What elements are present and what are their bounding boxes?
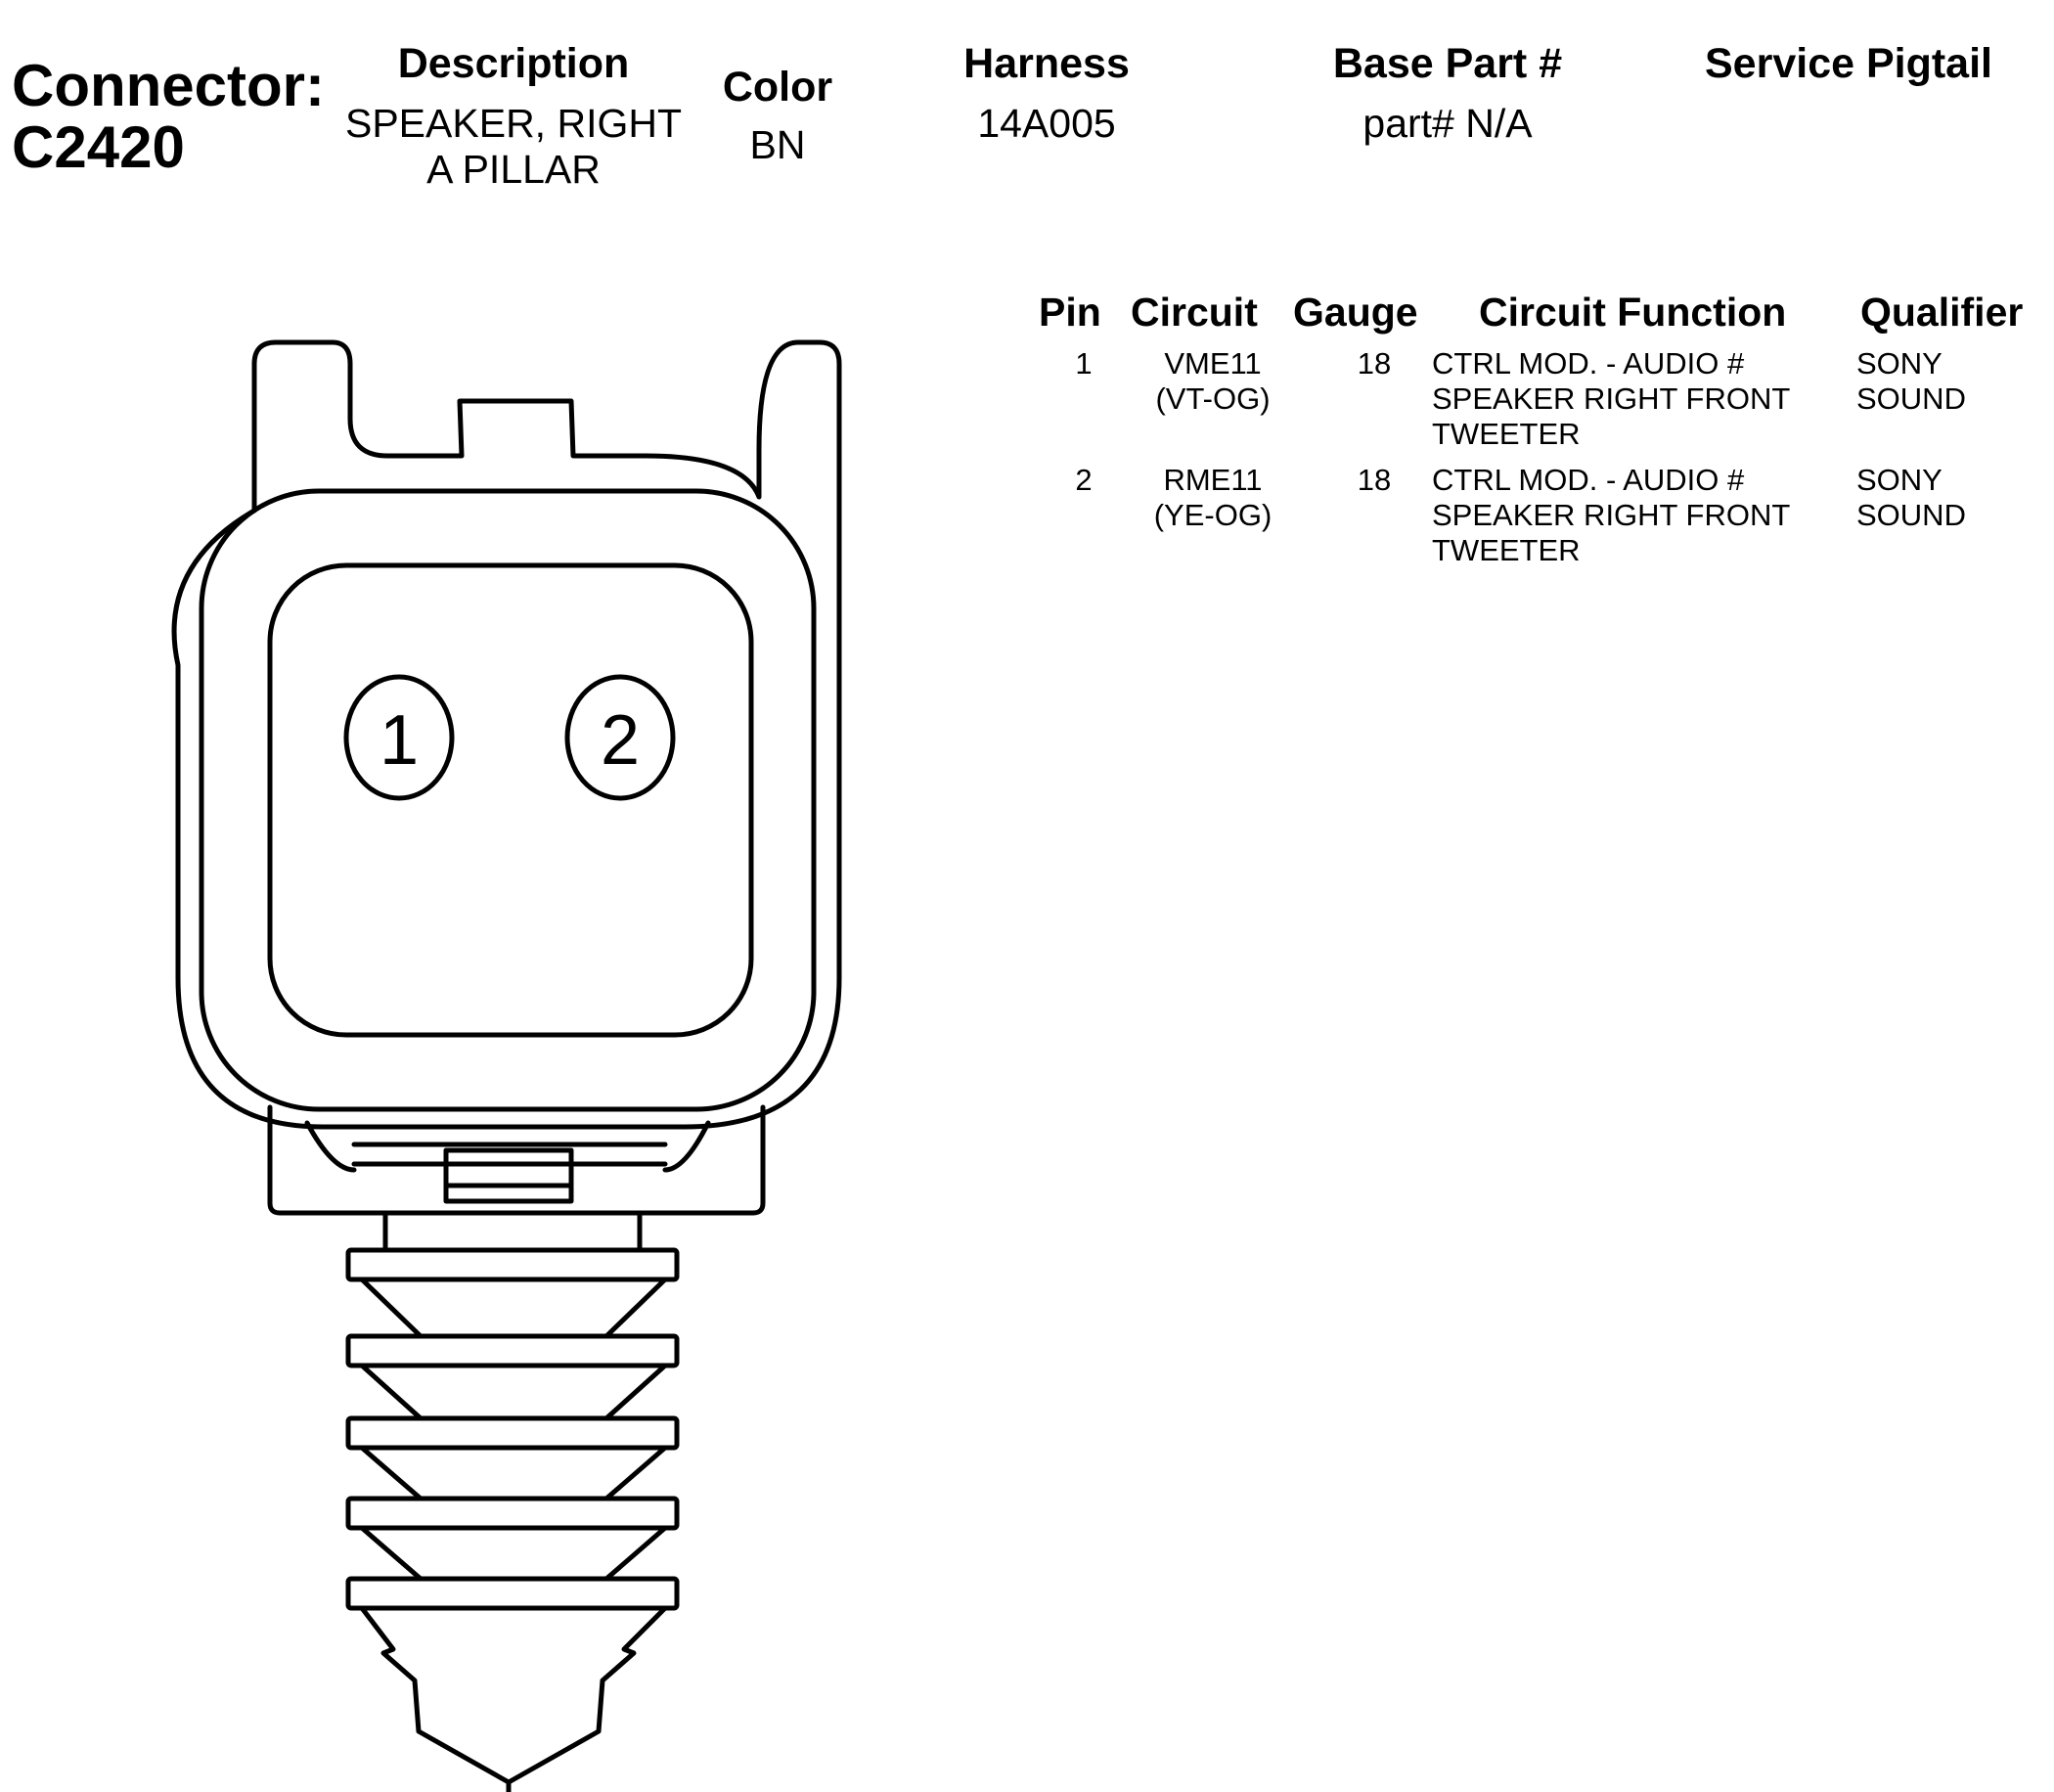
color-label: Color	[722, 64, 833, 111]
boot-ridge-taper	[359, 1445, 668, 1501]
connector-base-right-corner	[662, 1120, 711, 1173]
connector-inner-face	[267, 562, 754, 1038]
row-circuit-name: RME11	[1163, 463, 1263, 497]
pin-1-label: 1	[380, 701, 419, 780]
row-qualifier-line: SOUND	[1856, 498, 1966, 532]
column-header-circuit: Circuit	[1131, 290, 1258, 335]
base-part-label: Base Part #	[1332, 40, 1563, 87]
harness-value: 14A005	[977, 101, 1116, 146]
row-circuit-function: CTRL MOD. - AUDIO # SPEAKER RIGHT FRONT …	[1432, 463, 1843, 568]
column-header-gauge: Gauge	[1293, 290, 1418, 335]
table-row: 2 RME11 (YE-OG) 18 CTRL MOD. - AUDIO # S…	[1037, 463, 2054, 578]
connector-top-frame	[251, 339, 842, 514]
color-value: BN	[749, 122, 806, 167]
row-circuit-name: VME11	[1164, 346, 1262, 381]
connector-latch	[443, 1147, 574, 1204]
boot-ridges	[345, 1247, 680, 1611]
row-function-line: SPEAKER RIGHT FRONT	[1432, 498, 1791, 532]
connector-base	[267, 1104, 766, 1216]
connector-title: Connector: C2420	[12, 55, 325, 178]
pin-1-cavity	[343, 674, 455, 801]
boot-ridge	[345, 1415, 680, 1451]
boot-ridge-taper	[359, 1525, 668, 1582]
base-part-value: part# N/A	[1362, 101, 1533, 146]
table-row: 1 VME11 (VT-OG) 18 CTRL MOD. - AUDIO # S…	[1037, 346, 2054, 462]
row-circuit-function: CTRL MOD. - AUDIO # SPEAKER RIGHT FRONT …	[1432, 346, 1843, 452]
boot-tip	[359, 1605, 668, 1785]
row-function-line: SPEAKER RIGHT FRONT	[1432, 381, 1791, 416]
service-pigtail-column: Service Pigtail	[1663, 43, 2034, 101]
row-function-line: CTRL MOD. - AUDIO #	[1432, 463, 1745, 497]
description-label: Description	[397, 40, 630, 87]
column-header-pin: Pin	[1039, 290, 1101, 335]
row-qualifier-line: SONY	[1856, 346, 1942, 381]
connector-id: C2420	[12, 114, 185, 180]
base-part-column: Base Part # part# N/A	[1291, 43, 1604, 147]
harness-column: Harness 14A005	[910, 43, 1183, 147]
row-gauge: 18	[1357, 463, 1392, 497]
boot-ridge	[345, 1496, 680, 1531]
row-pin: 2	[1075, 463, 1093, 497]
row-pin: 1	[1075, 346, 1093, 381]
row-circuit-color: (VT-OG)	[1155, 381, 1271, 416]
description-value-line1: SPEAKER, RIGHT	[344, 101, 682, 146]
column-header-qualifier: Qualifier	[1860, 290, 2024, 335]
boot-ridge	[345, 1576, 680, 1611]
row-qualifier: SONY SOUND	[1856, 346, 2032, 417]
row-circuit-color: (YE-OG)	[1153, 498, 1273, 532]
row-circuit: VME11 (VT-OG)	[1125, 346, 1301, 417]
row-function-line: CTRL MOD. - AUDIO #	[1432, 346, 1745, 381]
boot-ridge-taper	[359, 1363, 668, 1421]
row-circuit: RME11 (YE-OG)	[1125, 463, 1301, 533]
boot-ridge	[345, 1333, 680, 1368]
row-gauge: 18	[1357, 346, 1392, 381]
pin-2-cavity	[564, 674, 676, 801]
column-header-circuit-function: Circuit Function	[1479, 290, 1787, 335]
pin-2-label: 2	[601, 701, 640, 780]
row-function-line: TWEETER	[1432, 533, 1581, 567]
description-column: Description SPEAKER, RIGHT A PILLAR	[333, 43, 694, 192]
row-qualifier-line: SONY	[1856, 463, 1942, 497]
description-value-line2: A PILLAR	[426, 146, 601, 192]
connector-base-left-corner	[304, 1120, 357, 1173]
row-function-line: TWEETER	[1432, 417, 1581, 451]
boot-ridge-taper	[359, 1277, 668, 1339]
service-pigtail-label: Service Pigtail	[1705, 40, 1992, 87]
boot-ridge	[345, 1247, 680, 1282]
harness-label: Harness	[963, 40, 1130, 87]
row-qualifier: SONY SOUND	[1856, 463, 2032, 533]
connector-outer-housing	[171, 501, 842, 1130]
color-column: Color BN	[704, 67, 851, 168]
boot-neck	[382, 1210, 643, 1253]
row-qualifier-line: SOUND	[1856, 381, 1966, 416]
connector-label: Connector:	[12, 53, 325, 118]
connector-middle-housing	[199, 488, 817, 1112]
